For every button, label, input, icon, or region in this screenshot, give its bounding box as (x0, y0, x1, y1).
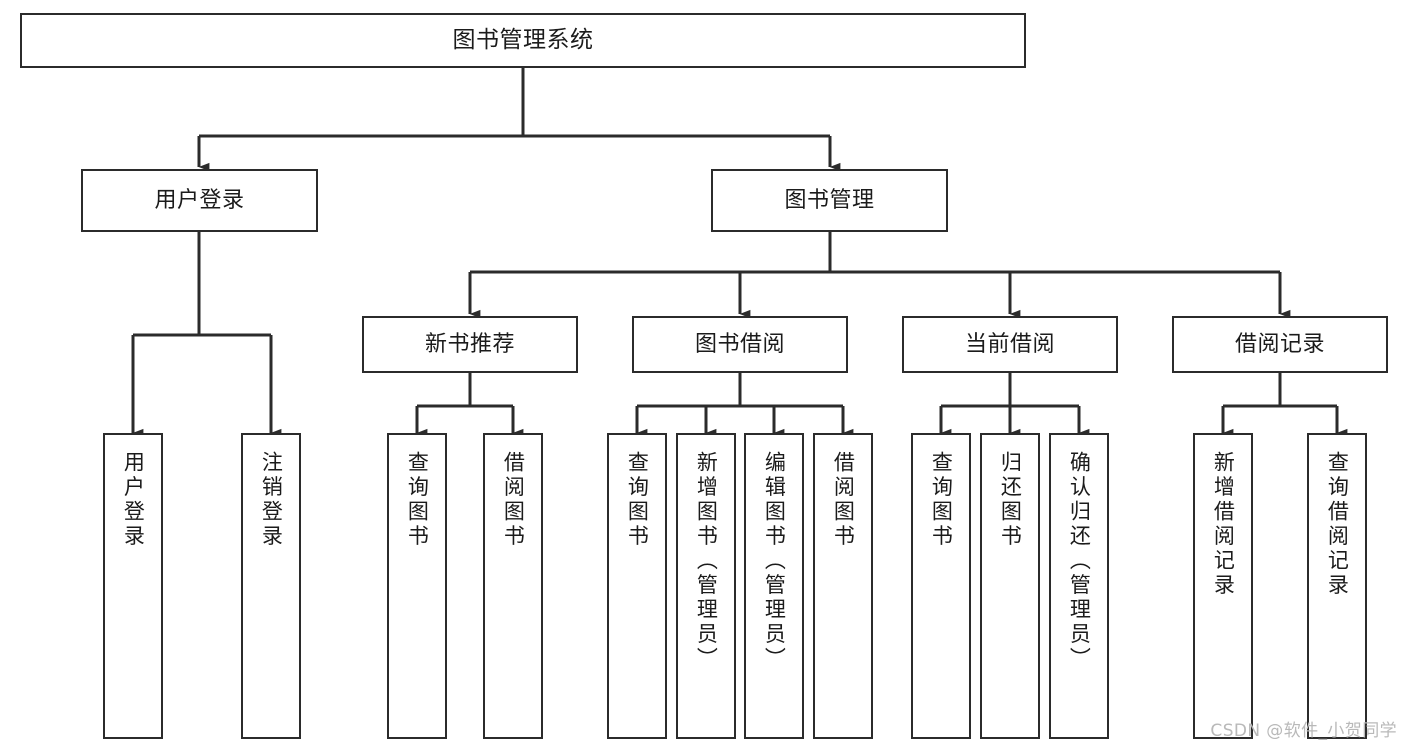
node-label: 图书管理 (784, 187, 875, 213)
node-leaf-add-borrow-record[interactable]: 新增借阅记录 (1193, 433, 1253, 739)
node-label: 新增图书（管理员） (694, 451, 719, 672)
node-leaf-query-book-borrow[interactable]: 查询图书 (607, 433, 667, 739)
node-label: 查询图书 (405, 451, 430, 549)
node-leaf-edit-book[interactable]: 编辑图书（管理员） (744, 433, 804, 739)
node-label: 确认归还（管理员） (1067, 451, 1092, 672)
node-current-borrow[interactable]: 当前借阅 (902, 316, 1118, 373)
node-label: 查询图书 (625, 451, 650, 549)
node-leaf-query-book-current[interactable]: 查询图书 (911, 433, 971, 739)
csdn-watermark: CSDN @软件_小贺同学 (1210, 721, 1397, 741)
node-leaf-query-book-recommend[interactable]: 查询图书 (387, 433, 447, 739)
node-leaf-borrow-book[interactable]: 借阅图书 (813, 433, 873, 739)
node-new-book-recommend[interactable]: 新书推荐 (362, 316, 578, 373)
node-label: 编辑图书（管理员） (762, 451, 787, 672)
node-label: 查询图书 (929, 451, 954, 549)
node-label: 用户登录 (121, 451, 146, 549)
node-label: 图书管理系统 (452, 26, 594, 53)
node-book-borrow[interactable]: 图书借阅 (632, 316, 848, 373)
node-label: 新书推荐 (424, 331, 515, 357)
node-label: 借阅图书 (831, 451, 856, 549)
node-label: 新增借阅记录 (1211, 451, 1236, 598)
node-label: 注销登录 (259, 451, 284, 549)
node-label: 归还图书 (998, 451, 1023, 549)
node-leaf-user-logout[interactable]: 注销登录 (241, 433, 301, 739)
node-borrow-record[interactable]: 借阅记录 (1172, 316, 1388, 373)
node-label: 借阅记录 (1234, 331, 1325, 357)
node-label: 当前借阅 (964, 331, 1055, 357)
node-user-login[interactable]: 用户登录 (81, 169, 318, 232)
node-leaf-borrow-book-recommend[interactable]: 借阅图书 (483, 433, 543, 739)
node-leaf-confirm-return[interactable]: 确认归还（管理员） (1049, 433, 1109, 739)
node-root-book-management-system[interactable]: 图书管理系统 (20, 13, 1026, 68)
node-label: 查询借阅记录 (1325, 451, 1350, 598)
node-book-management[interactable]: 图书管理 (711, 169, 948, 232)
node-label: 借阅图书 (501, 451, 526, 549)
node-leaf-add-book[interactable]: 新增图书（管理员） (676, 433, 736, 739)
node-leaf-query-borrow-record[interactable]: 查询借阅记录 (1307, 433, 1367, 739)
node-label: 图书借阅 (694, 331, 785, 357)
node-label: 用户登录 (154, 187, 245, 213)
node-leaf-return-book[interactable]: 归还图书 (980, 433, 1040, 739)
node-leaf-user-login[interactable]: 用户登录 (103, 433, 163, 739)
